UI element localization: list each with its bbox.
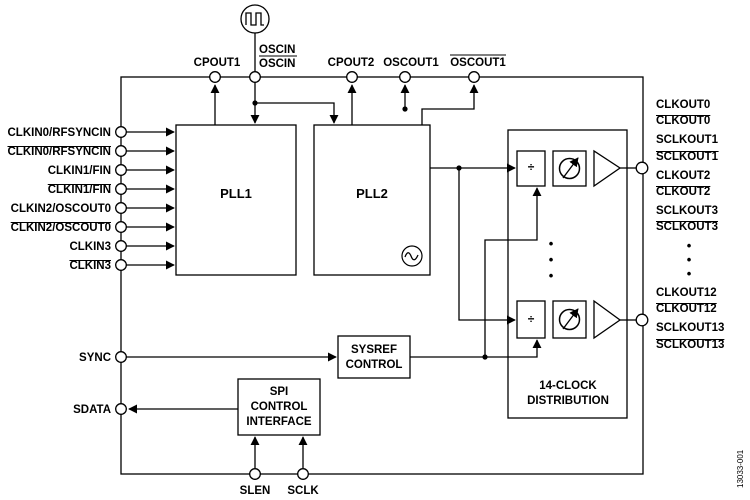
pin-circle-output-top xyxy=(635,161,649,175)
output-ellipsis-dot-2: • xyxy=(687,252,692,267)
cpout2-label: CPOUT2 xyxy=(328,57,375,69)
distribution-label-line1: 14-CLOCK xyxy=(539,380,597,392)
pin-circle-input-5 xyxy=(115,221,127,233)
pin-circle-oscout1 xyxy=(399,71,411,83)
pin-circle-oscin xyxy=(249,71,261,83)
phase-adjust-icon-top xyxy=(558,157,581,180)
output-label-13: SCLKOUT13 xyxy=(656,322,724,334)
oscillator-icon xyxy=(240,4,270,34)
pin-circle-output-bottom xyxy=(635,313,649,327)
spi-label-line1: SPI xyxy=(270,386,289,398)
junction-dot-sysref xyxy=(482,354,488,360)
pin-circle-cpout1 xyxy=(209,71,221,83)
output-ellipsis-dot-3: • xyxy=(687,266,692,281)
divider-box-top xyxy=(516,150,546,187)
output-label-0: CLKOUT0 xyxy=(656,99,710,111)
oscout1-bar-label: OSCOUT1 xyxy=(450,57,506,69)
output-label-4: CLKOUT2 xyxy=(656,170,710,182)
ellipsis-dot-2: • xyxy=(549,252,554,267)
distribution-label-line2: DISTRIBUTION xyxy=(527,395,609,407)
pll1-label: PLL1 xyxy=(220,186,252,201)
ellipsis-dot-3: • xyxy=(549,268,554,283)
sclk-label: SCLK xyxy=(287,485,319,497)
sync-label: SYNC xyxy=(79,352,111,364)
output-labels-top: CLKOUT0 CLKOUT0 SCLKOUT1 SCLKOUT1 CLKOUT… xyxy=(656,99,719,233)
sysref-control-block xyxy=(337,335,411,379)
output-ellipsis-dot-1: • xyxy=(687,238,692,253)
oscin-branch-wire xyxy=(255,102,339,124)
spi-label-line2: CONTROL xyxy=(251,401,308,413)
output-label-3: SCLKOUT1 xyxy=(656,151,719,163)
output-label-13-bar: SCLKOUT13 xyxy=(656,339,724,351)
output-buffer-bottom xyxy=(593,299,622,340)
divider-symbol-top: ÷ xyxy=(528,160,535,174)
oscout1-label: OSCOUT1 xyxy=(383,57,439,69)
input-label-6: CLKIN3 xyxy=(69,241,111,253)
phase-adjust-icon-bottom xyxy=(558,308,581,331)
spi-label-line3: INTERFACE xyxy=(246,416,312,428)
divider-box-bottom xyxy=(516,300,546,339)
input-label-1: CLKIN0/RFSYNCIN xyxy=(7,146,111,158)
pll2-branch-wire xyxy=(458,168,516,325)
input-label-0: CLKIN0/RFSYNCIN xyxy=(7,127,111,139)
pin-circle-input-1 xyxy=(115,145,127,157)
pin-circle-oscout1-bar xyxy=(468,71,480,83)
sysref-out-wire xyxy=(410,339,542,358)
sdata-label: SDATA xyxy=(73,404,111,416)
figure-id: 13033-001 xyxy=(736,449,745,488)
pin-circle-sclk xyxy=(297,468,309,480)
pin-circle-input-7 xyxy=(115,259,127,271)
input-label-2: CLKIN1/FIN xyxy=(48,165,111,177)
pin-circle-input-3 xyxy=(115,183,127,195)
pin-circle-sdata xyxy=(115,403,127,415)
output-ellipsis: • • • xyxy=(687,238,692,281)
oscin-label: OSCIN xyxy=(259,44,295,56)
pin-circle-input-4 xyxy=(115,202,127,214)
pll2-block xyxy=(313,124,431,276)
input-label-5: CLKIN2/OSCOUT0 xyxy=(11,222,111,234)
output-buffer-top xyxy=(593,149,622,188)
divider-symbol-bottom: ÷ xyxy=(528,312,535,326)
vco-icon xyxy=(401,245,423,267)
output-label-12-bar: CLKOUT12 xyxy=(656,303,717,315)
pin-circle-sync xyxy=(115,351,127,363)
input-label-3: CLKIN1/FIN xyxy=(48,184,111,196)
oscin-bar-label: OSCIN xyxy=(259,58,295,70)
sysref-label-line2: CONTROL xyxy=(346,359,403,371)
junction-dot-pll2 xyxy=(456,165,462,171)
slen-label: SLEN xyxy=(240,485,271,497)
chip-outline xyxy=(120,76,644,475)
spi-interface-block xyxy=(237,378,321,436)
pin-circle-input-0 xyxy=(115,126,127,138)
sysref-label-line1: SYSREF xyxy=(351,344,397,356)
pll2-label: PLL2 xyxy=(356,186,388,201)
pin-circle-input-2 xyxy=(115,164,127,176)
output-label-6: SCLKOUT3 xyxy=(656,205,718,217)
output-label-2: SCLKOUT1 xyxy=(656,134,719,146)
pin-circle-slen xyxy=(249,468,261,480)
cpout1-label: CPOUT1 xyxy=(194,57,241,69)
pll1-block xyxy=(175,124,297,276)
pin-circle-input-6 xyxy=(115,240,127,252)
output-label-12: CLKOUT12 xyxy=(656,287,717,299)
input-label-4: CLKIN2/OSCOUT0 xyxy=(11,203,111,215)
output-label-1: CLKOUT0 xyxy=(656,115,710,127)
input-label-7: CLKIN3 xyxy=(69,260,111,272)
output-label-5: CLKOUT2 xyxy=(656,186,710,198)
pin-circle-cpout2 xyxy=(346,71,358,83)
input-labels: CLKIN0/RFSYNCIN CLKIN0/RFSYNCIN CLKIN1/F… xyxy=(7,127,111,272)
output-labels-bottom: CLKOUT12 CLKOUT12 SCLKOUT13 SCLKOUT13 xyxy=(656,287,725,351)
junction-dot-oscin xyxy=(252,100,258,106)
junction-dot-oscout xyxy=(402,106,408,112)
output-label-7: SCLKOUT3 xyxy=(656,221,718,233)
ellipsis-dot-1: • xyxy=(549,236,554,251)
sysref-branch-wire xyxy=(484,187,542,357)
delay-box-top xyxy=(552,150,587,187)
oscout-wire xyxy=(421,84,479,125)
